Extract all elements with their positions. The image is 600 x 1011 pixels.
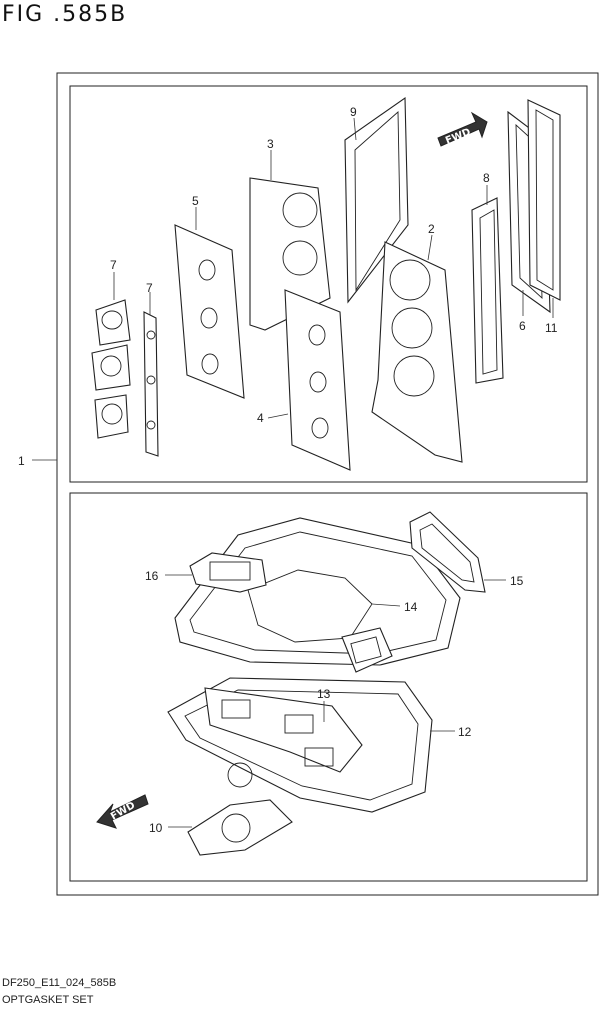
figure-title: FIG .585B — [2, 2, 128, 27]
callout-7a: 7 — [110, 258, 117, 272]
part-16-gasket[interactable] — [189, 552, 267, 593]
part-2-cylinder-head-gasket[interactable] — [371, 241, 463, 463]
callout-7b: 7 — [146, 281, 153, 295]
fwd-arrow-upper: FWD — [437, 111, 488, 147]
part-15-gasket[interactable] — [409, 511, 486, 593]
part-7-exhaust-gasket[interactable] — [91, 299, 131, 439]
fwd-label-lower: FWD — [109, 800, 137, 823]
leader-lines — [32, 117, 554, 828]
fwd-arrow-lower: FWD — [96, 794, 149, 829]
callout-4: 4 — [257, 411, 264, 425]
small-square-gasket[interactable] — [341, 627, 393, 673]
part-7-strip-gasket[interactable] — [143, 311, 159, 457]
callout-8: 8 — [483, 171, 490, 185]
part-9-valve-cover-gasket[interactable] — [344, 96, 409, 304]
callout-14: 14 — [404, 600, 418, 614]
part-10-gasket[interactable] — [187, 799, 293, 856]
callout-9: 9 — [350, 105, 357, 119]
callout-2: 2 — [428, 222, 435, 236]
callout-16: 16 — [145, 569, 159, 583]
callout-1: 1 — [18, 454, 25, 468]
part-4-head-cover-gasket[interactable] — [284, 289, 351, 471]
part-13-gasket[interactable] — [204, 687, 363, 773]
callout-11: 11 — [545, 321, 558, 335]
part-5-head-cover-gasket[interactable] — [174, 224, 245, 399]
part-8-gasket[interactable] — [471, 197, 504, 384]
callout-15: 15 — [510, 574, 524, 588]
part-14-crankcase-gasket[interactable] — [174, 517, 461, 666]
callout-3: 3 — [267, 137, 274, 151]
part-11-gasket[interactable] — [527, 99, 561, 301]
callout-10: 10 — [149, 821, 163, 835]
diagram-code: DF250_E11_024_585B — [2, 977, 117, 989]
callout-5: 5 — [192, 194, 199, 208]
kit-frame — [56, 72, 599, 896]
callout-12: 12 — [458, 725, 472, 739]
diagram-name: OPTGASKET SET — [2, 994, 94, 1006]
upper-panel — [69, 85, 588, 483]
lower-panel — [69, 492, 588, 882]
callout-6: 6 — [519, 319, 526, 333]
callout-13: 13 — [317, 687, 331, 701]
